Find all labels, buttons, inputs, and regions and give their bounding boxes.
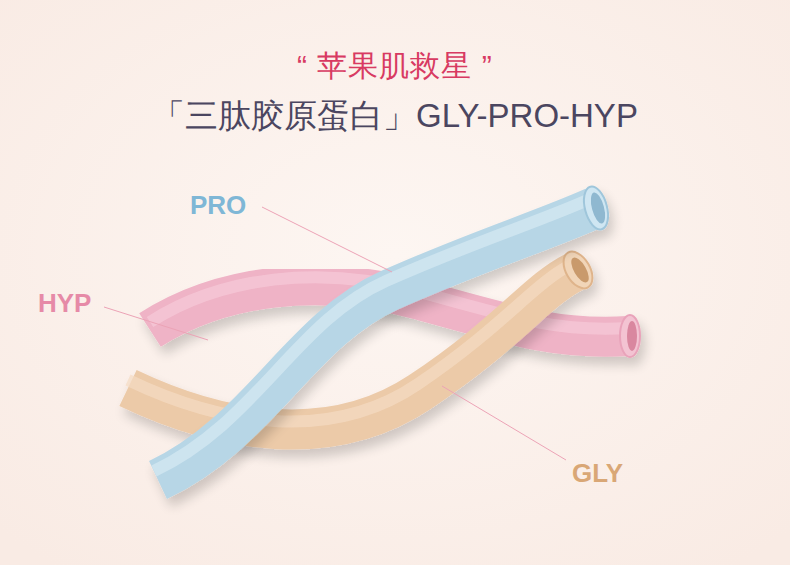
title: “ 苹果肌救星 ” bbox=[297, 46, 493, 87]
gly-strand bbox=[128, 247, 598, 430]
leader-line bbox=[104, 307, 208, 340]
strand-label: HYP bbox=[38, 288, 91, 319]
subtitle: 「三肽胶原蛋白」GLY-PRO-HYP bbox=[152, 94, 638, 139]
leader-line bbox=[442, 386, 566, 460]
pro-strand bbox=[154, 184, 612, 480]
strand-label: GLY bbox=[572, 458, 623, 489]
leader-line bbox=[262, 207, 392, 272]
strand-label: PRO bbox=[190, 190, 246, 221]
